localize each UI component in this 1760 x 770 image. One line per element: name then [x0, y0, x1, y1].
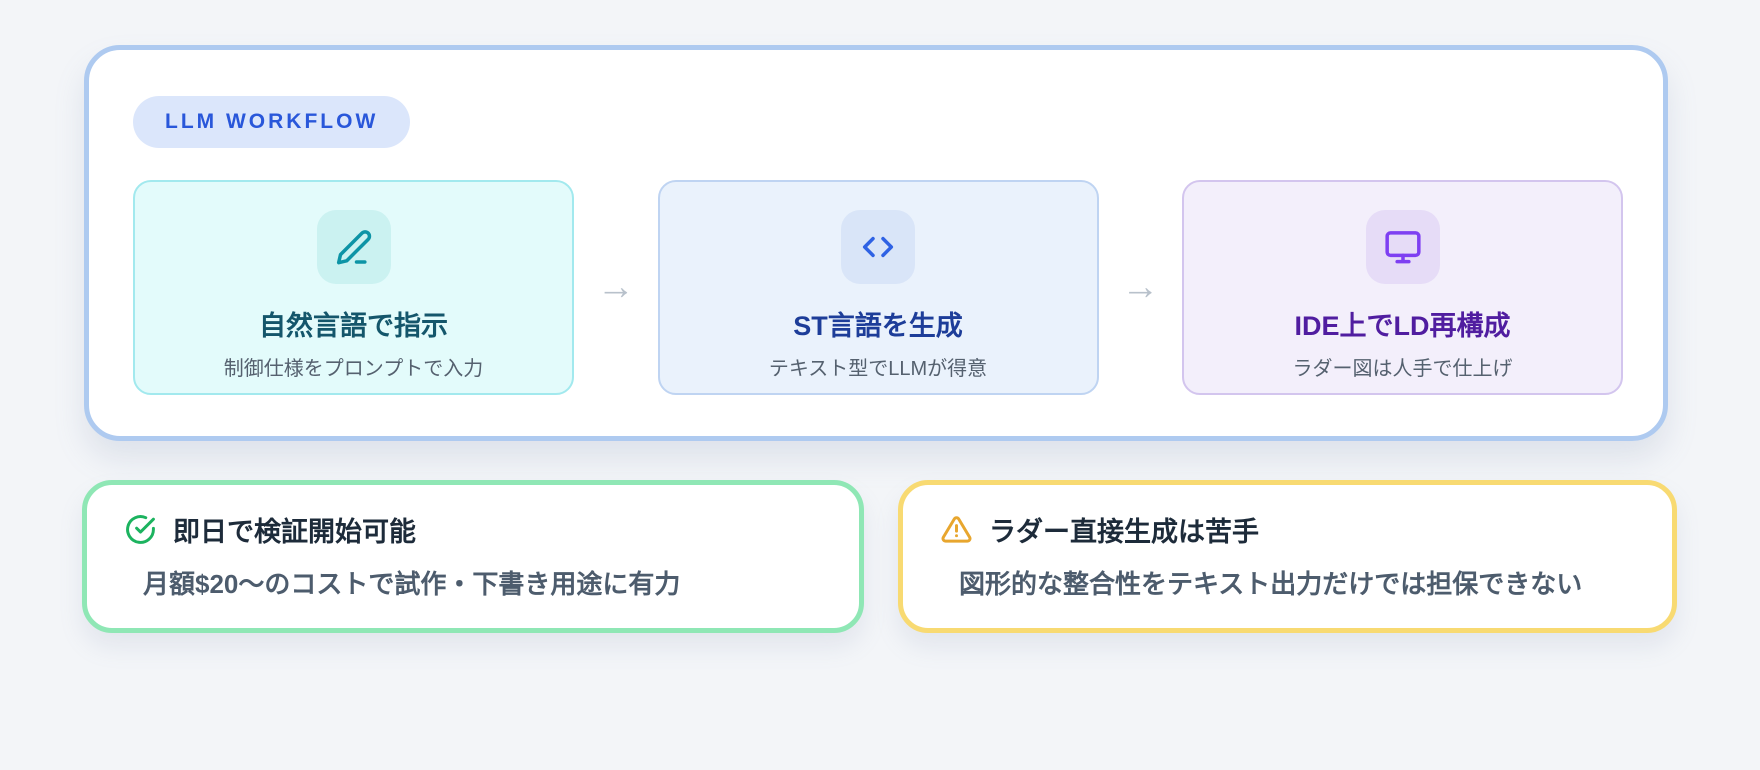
step-title: ST言語を生成 [793, 311, 963, 341]
pro-callout-body: 月額$20〜のコストで試作・下書き用途に有力 [143, 569, 681, 599]
con-callout-body: 図形的な整合性をテキスト出力だけでは担保できない [959, 569, 1583, 599]
arrow-right-icon: → [596, 266, 635, 308]
monitor-icon [1365, 210, 1440, 284]
step-title: 自然言語で指示 [259, 311, 448, 341]
code-icon [841, 210, 915, 284]
pro-callout-title: 即日で検証開始可能 [173, 517, 416, 547]
pen-icon [316, 210, 391, 284]
workflow-badge: LLM WORKFLOW [133, 96, 411, 148]
llm-workflow-panel: LLM WORKFLOW 自然言語で指示 制御仕様をプロンプトで入力 → [84, 45, 1668, 441]
step-subtitle: テキスト型でLLMが得意 [768, 358, 988, 380]
step-card-natural-language: 自然言語で指示 制御仕様をプロンプトで入力 [133, 180, 574, 395]
step-subtitle: 制御仕様をプロンプトで入力 [223, 358, 484, 380]
workflow-steps: 自然言語で指示 制御仕様をプロンプトで入力 → ST言語を生成 テキスト型でLL… [133, 180, 1623, 395]
warning-icon [941, 514, 972, 545]
step-title: IDE上でLD再構成 [1294, 311, 1511, 341]
step-card-st-generation: ST言語を生成 テキスト型でLLMが得意 [657, 180, 1099, 395]
step-subtitle: ラダー図は人手で仕上げ [1292, 358, 1513, 380]
check-circle-icon [125, 514, 156, 545]
pro-callout-card: 即日で検証開始可能 月額$20〜のコストで試作・下書き用途に有力 [82, 480, 864, 633]
con-callout-title: ラダー直接生成は苦手 [989, 517, 1259, 547]
con-callout-header: ラダー直接生成は苦手 [941, 510, 1642, 549]
con-callout-card: ラダー直接生成は苦手 図形的な整合性をテキスト出力だけでは担保できない [898, 480, 1677, 633]
arrow-right-icon: → [1121, 266, 1160, 308]
pro-callout-header: 即日で検証開始可能 [125, 510, 829, 549]
step-card-ide-ld: IDE上でLD再構成 ラダー図は人手で仕上げ [1182, 180, 1623, 395]
